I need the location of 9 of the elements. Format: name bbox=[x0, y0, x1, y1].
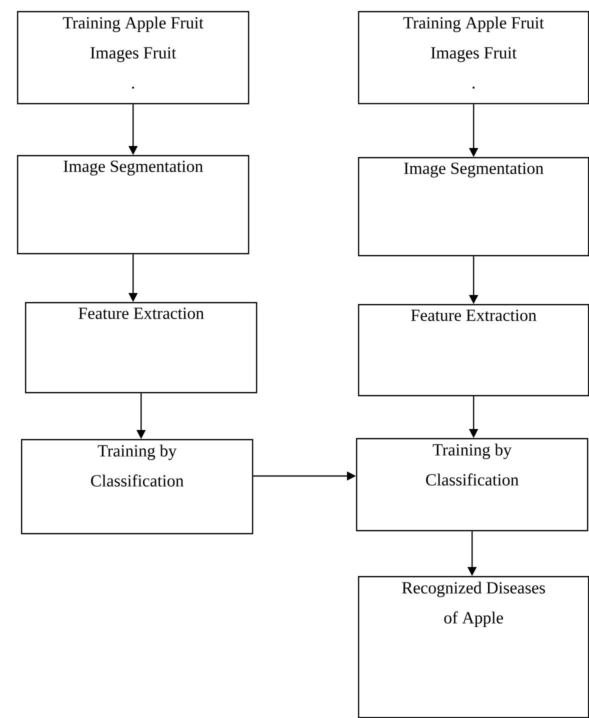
process-box: Image Segmentation bbox=[358, 157, 589, 256]
process-box: Feature Extraction bbox=[25, 302, 258, 394]
process-box: Training by Classification bbox=[21, 439, 254, 534]
process-box: Recognized Diseases of Apple bbox=[358, 576, 589, 718]
process-box: Training by Classification bbox=[356, 438, 588, 532]
process-box: Feature Extraction bbox=[358, 304, 589, 396]
process-box: Training Apple Fruit Images Fruit . bbox=[358, 11, 589, 104]
process-box: Image Segmentation bbox=[17, 155, 250, 254]
process-box: Training Apple Fruit Images Fruit . bbox=[17, 11, 250, 104]
